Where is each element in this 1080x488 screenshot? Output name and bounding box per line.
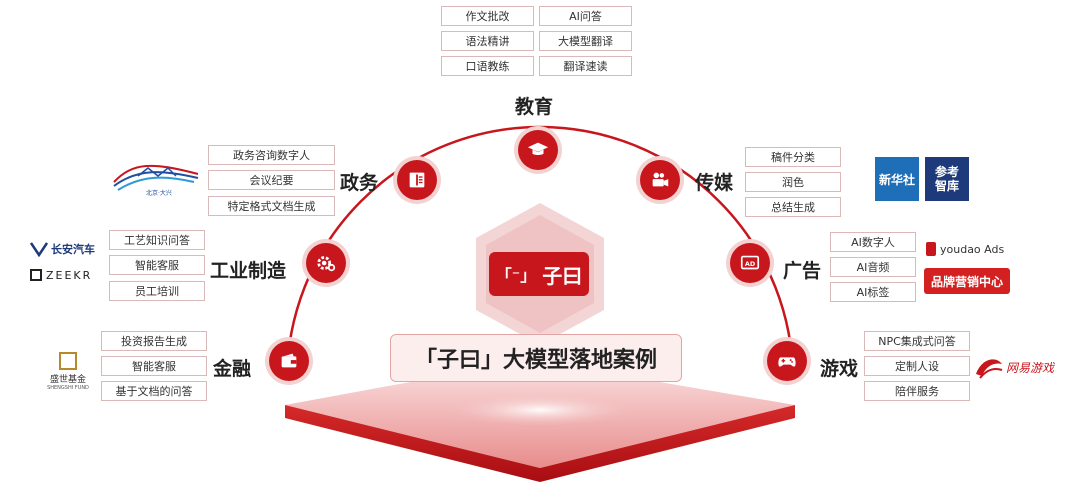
finance-node bbox=[269, 341, 309, 381]
industry-tag: 员工培训 bbox=[109, 281, 205, 301]
media-tag: 稿件分类 bbox=[745, 147, 841, 167]
netease-games-logo: 网易游戏 bbox=[974, 352, 1064, 382]
education-tag: 语法精讲 bbox=[441, 31, 534, 51]
gaming-node bbox=[767, 341, 807, 381]
advertising-tag: AI数字人 bbox=[830, 232, 916, 252]
education-tag: 翻译速读 bbox=[539, 56, 632, 76]
xinhua-logo: 新华社 bbox=[875, 157, 919, 201]
advertising-tag: AI音频 bbox=[830, 257, 916, 277]
industry-node bbox=[306, 243, 346, 283]
advertising-label: 广告 bbox=[783, 260, 822, 282]
platform-side bbox=[285, 405, 795, 482]
youdao-ads-logo: youdao Ads bbox=[926, 238, 1010, 260]
shengshi-fund-logo: 盛世基金 SHENGSHI FUND bbox=[44, 343, 92, 399]
beijing-daxing-logo: 北京·大兴 bbox=[108, 152, 204, 198]
education-label: 教育 bbox=[515, 96, 554, 118]
gaming-tag: 定制人设 bbox=[864, 356, 970, 376]
gaming-tag: 陪伴服务 bbox=[864, 381, 970, 401]
book-icon bbox=[409, 172, 425, 188]
brand-marketing-logo: 品牌营销中心 bbox=[924, 268, 1010, 294]
industry-tag: 工艺知识问答 bbox=[109, 230, 205, 250]
government-tag: 会议纪要 bbox=[208, 170, 335, 190]
advertising-tag: AI标签 bbox=[830, 282, 916, 302]
video-camera-icon bbox=[652, 172, 669, 187]
zeekr-logo: ZEEKR bbox=[30, 266, 106, 284]
ad-icon: AD bbox=[740, 255, 760, 270]
education-node bbox=[518, 130, 558, 170]
gamepad-icon bbox=[778, 357, 796, 367]
page-title: 「子曰」大模型落地案例 bbox=[390, 334, 682, 382]
gaming-tag: NPC集成式问答 bbox=[864, 331, 970, 351]
gear-icon bbox=[317, 256, 336, 272]
finance-tag: 投资报告生成 bbox=[101, 331, 207, 351]
government-node bbox=[397, 160, 437, 200]
advertising-node: AD bbox=[730, 243, 770, 283]
finance-tag: 基于文档的问答 bbox=[101, 381, 207, 401]
education-tag: 作文批改 bbox=[441, 6, 534, 26]
badge-text: 子曰 bbox=[542, 263, 583, 288]
gaming-label: 游戏 bbox=[820, 358, 859, 380]
government-tag: 政务咨询数字人 bbox=[208, 145, 335, 165]
industry-tag: 智能客服 bbox=[109, 255, 205, 275]
changan-logo: 长安汽车 bbox=[30, 240, 106, 258]
media-tag: 总结生成 bbox=[745, 197, 841, 217]
svg-text:AD: AD bbox=[745, 260, 755, 268]
finance-tag: 智能客服 bbox=[101, 356, 207, 376]
education-tag: 口语教练 bbox=[441, 56, 534, 76]
media-tag: 润色 bbox=[745, 172, 841, 192]
finance-label: 金融 bbox=[213, 358, 252, 380]
bracket-icon: 「⁻」 bbox=[495, 266, 537, 285]
media-node bbox=[640, 160, 680, 200]
industry-label: 工业制造 bbox=[210, 260, 287, 282]
media-label: 传媒 bbox=[695, 172, 734, 194]
cankao-zhiku-logo: 参考智库 bbox=[925, 157, 969, 201]
education-tag: 大模型翻译 bbox=[539, 31, 632, 51]
education-tag: AI问答 bbox=[539, 6, 632, 26]
wallet-icon bbox=[281, 353, 297, 368]
ziyue-badge: 「⁻」 子曰 bbox=[489, 252, 589, 296]
government-label: 政务 bbox=[340, 172, 379, 194]
government-tag: 特定格式文档生成 bbox=[208, 196, 335, 216]
graduation-cap-icon bbox=[527, 142, 549, 156]
